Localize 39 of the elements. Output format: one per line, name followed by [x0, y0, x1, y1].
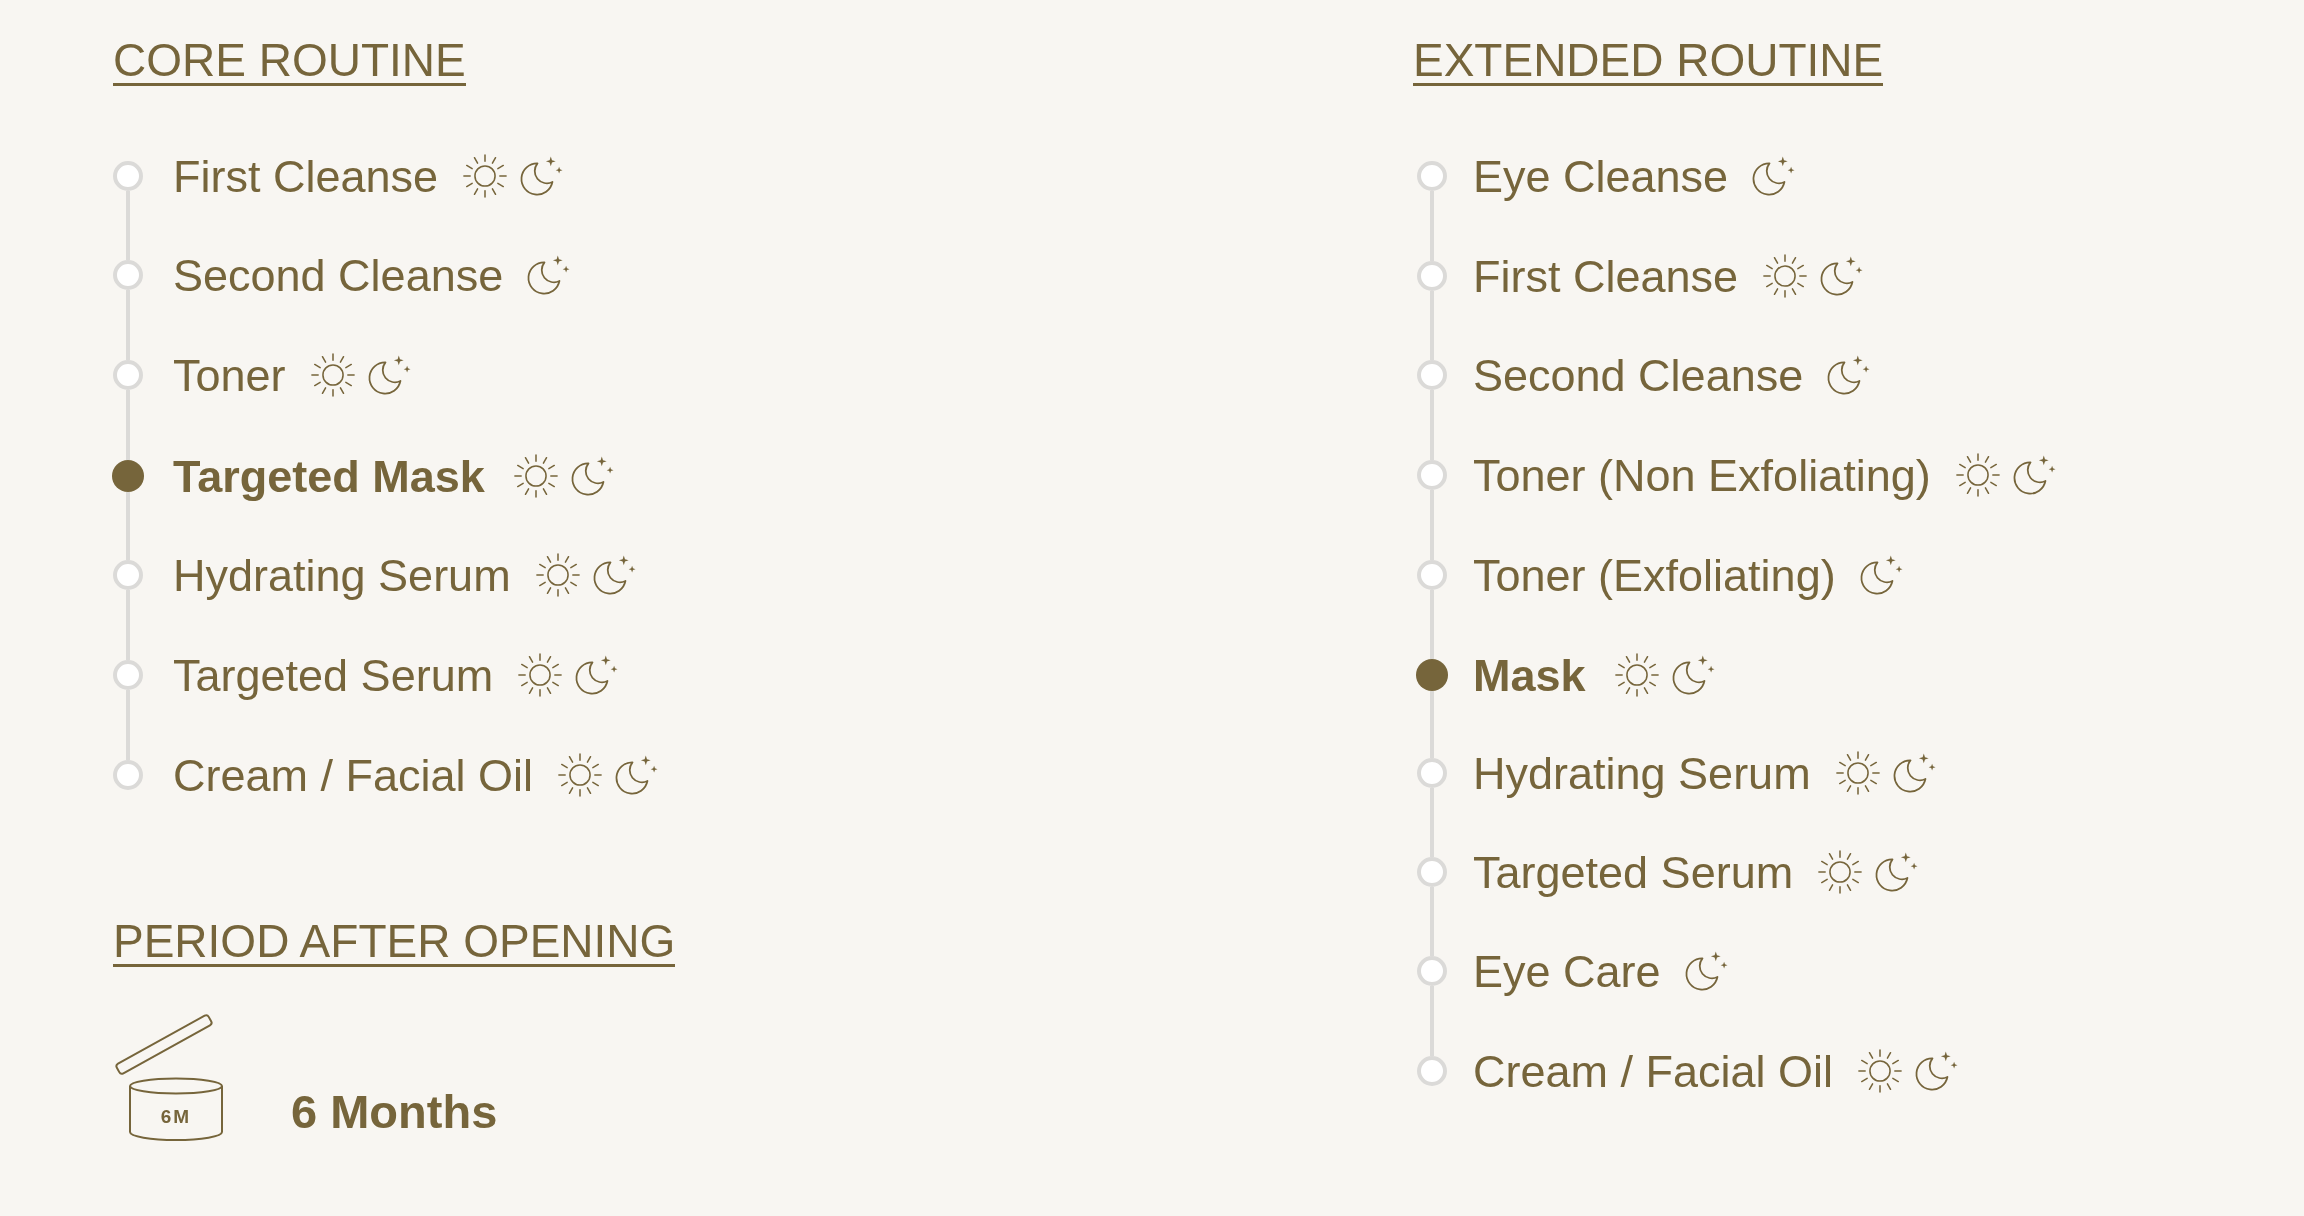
- step-label: Targeted Serum: [173, 652, 494, 698]
- step-label: Targeted Serum: [1473, 849, 1794, 895]
- filled-step-dot: [112, 460, 144, 492]
- step-circle: [1417, 161, 1447, 191]
- step-circle: [1417, 857, 1447, 887]
- step-label: Eye Cleanse: [1473, 153, 1729, 199]
- section-heading: EXTENDED ROUTINE: [1413, 37, 1884, 86]
- jar-period-text: 6M: [160, 1106, 192, 1126]
- period-value: 6 Months: [291, 1088, 498, 1135]
- step-circle: [113, 161, 143, 191]
- step-label: First Cleanse: [1473, 253, 1739, 299]
- section-heading: PERIOD AFTER OPENING: [113, 918, 676, 967]
- step-label: Mask: [1473, 652, 1586, 698]
- step-circle: [113, 560, 143, 590]
- step-circle: [1417, 360, 1447, 390]
- step-circle: [1417, 261, 1447, 291]
- step-circle: [1417, 460, 1447, 490]
- step-circle: [1417, 956, 1447, 986]
- step-label: Hydrating Serum: [173, 552, 511, 598]
- step-label: Second Cleanse: [173, 252, 504, 298]
- filled-step-dot: [1416, 659, 1448, 691]
- step-label: Toner (Exfoliating): [1473, 552, 1836, 598]
- step-circle: [113, 660, 143, 690]
- step-circle: [113, 760, 143, 790]
- step-label: Eye Care: [1473, 948, 1661, 994]
- step-label: Cream / Facial Oil: [173, 752, 534, 798]
- step-label: Targeted Mask: [173, 453, 485, 499]
- step-label: First Cleanse: [173, 153, 439, 199]
- step-label: Second Cleanse: [1473, 352, 1804, 398]
- step-label: Toner: [173, 352, 286, 398]
- step-circle: [1417, 560, 1447, 590]
- step-label: Cream / Facial Oil: [1473, 1048, 1834, 1094]
- section-heading: CORE ROUTINE: [113, 37, 466, 86]
- step-circle: [113, 260, 143, 290]
- step-circle: [113, 360, 143, 390]
- step-circle: [1417, 758, 1447, 788]
- step-label: Toner (Non Exfoliating): [1473, 452, 1931, 498]
- step-label: Hydrating Serum: [1473, 750, 1811, 796]
- step-circle: [1417, 1056, 1447, 1086]
